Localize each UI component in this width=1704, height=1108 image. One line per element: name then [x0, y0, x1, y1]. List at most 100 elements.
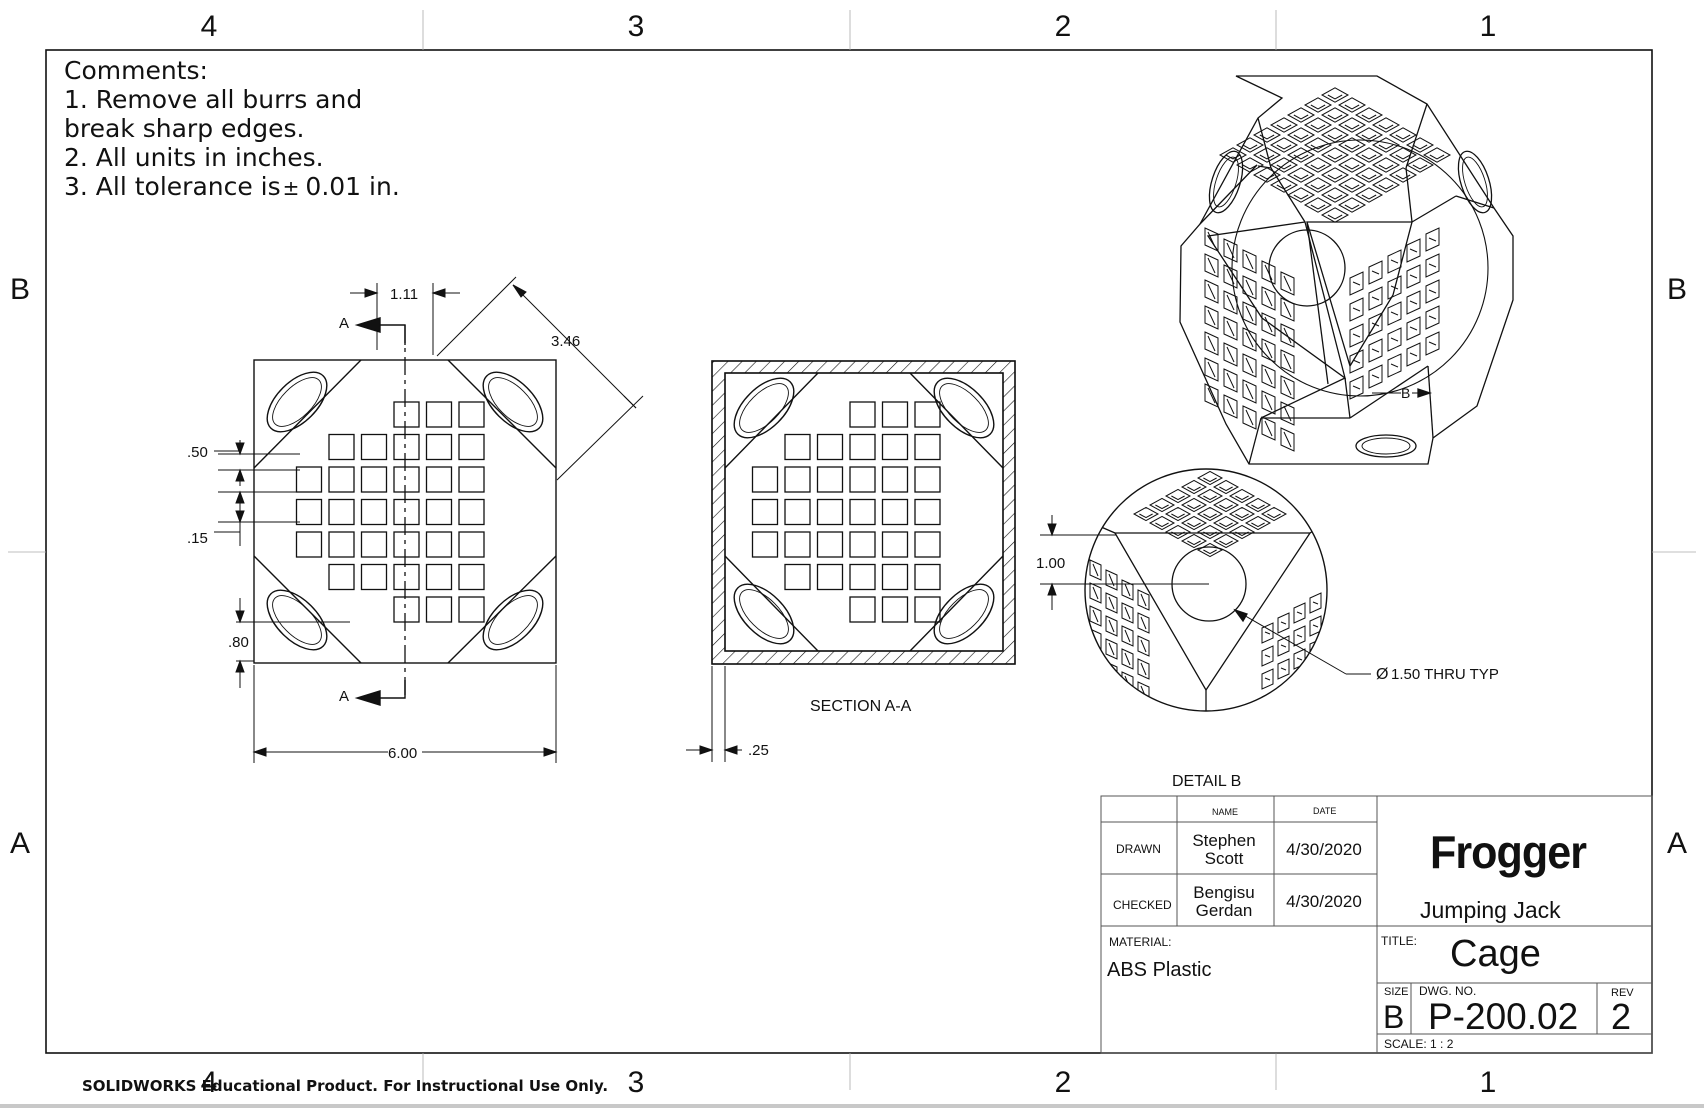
lattice-cell-depth — [1293, 174, 1309, 180]
lattice-cell-depth — [1226, 372, 1235, 389]
lattice-cell — [1089, 559, 1102, 581]
lattice-cell-depth — [1390, 337, 1399, 342]
lattice-cell — [1303, 117, 1333, 133]
lattice-cell — [1371, 137, 1401, 153]
window-cell — [328, 563, 355, 591]
lattice-cell — [1242, 327, 1257, 352]
lattice-cell — [1261, 364, 1276, 389]
lattice-cell-depth — [1092, 609, 1099, 623]
lattice-cell — [1242, 275, 1257, 300]
lattice-cell-depth — [1264, 368, 1273, 385]
lattice-cell — [1132, 506, 1160, 522]
lattice-cell-depth — [1429, 154, 1445, 160]
educational-watermark: SOLIDWORKS Educational Product. For Inst… — [82, 1077, 609, 1095]
lattice-cell — [1293, 602, 1306, 624]
lattice-cell — [1105, 592, 1118, 614]
lattice-cell — [1368, 260, 1383, 285]
window-cell — [784, 466, 811, 493]
lattice-cell-depth — [1251, 522, 1265, 528]
window-cell — [458, 596, 485, 623]
window-cell — [360, 466, 388, 493]
lattice-cell-depth — [1245, 253, 1254, 270]
lattice-cell — [1252, 147, 1282, 163]
window-cell — [295, 466, 323, 493]
comments-heading: Comments: — [64, 56, 208, 85]
lattice-cell-depth — [1140, 662, 1147, 676]
lattice-cell-depth — [1259, 174, 1275, 180]
lattice-cell — [1223, 368, 1238, 393]
window-cell — [849, 433, 876, 461]
detail-marker: B — [1401, 385, 1410, 401]
lattice-cell — [1105, 615, 1118, 637]
lattice-cell-depth — [1245, 409, 1254, 426]
lattice-cell — [1137, 589, 1150, 611]
iso-top-window-grid — [1218, 87, 1452, 223]
lattice-cell-depth — [1139, 513, 1153, 519]
lattice-cell-depth — [1371, 322, 1380, 327]
lattice-cell-depth — [1207, 387, 1216, 404]
lattice-cell — [1223, 290, 1238, 315]
lattice-cell — [1244, 497, 1272, 513]
window-cell — [360, 498, 388, 526]
lattice-cell-depth — [1361, 194, 1377, 200]
title-block-text: NAME DATE DRAWN Stephen Scott 4/30/2020 … — [1107, 806, 1634, 1051]
window-cell — [881, 531, 909, 558]
dim-hole: 1.50 THRU TYP — [1391, 666, 1499, 683]
lattice-cell — [1196, 470, 1224, 486]
lattice-cell-depth — [1187, 504, 1201, 510]
lattice-cell — [1368, 338, 1383, 363]
window-cell — [360, 563, 388, 591]
lattice-cell-depth — [1409, 352, 1418, 357]
lattice-cell — [1261, 260, 1276, 285]
window-cell — [849, 531, 876, 558]
rev-value: 2 — [1611, 996, 1631, 1037]
front-dimensions — [214, 276, 644, 763]
lattice-cell-depth — [1226, 268, 1235, 285]
zone-col-1-top: 1 — [1480, 10, 1497, 43]
lattice-cell-depth — [1276, 164, 1292, 170]
lattice-cell — [1228, 506, 1256, 522]
lattice-cell — [1269, 157, 1299, 173]
lattice-cell — [1137, 658, 1150, 680]
lattice-cell — [1337, 117, 1367, 133]
window-cell — [393, 531, 420, 558]
lattice-cell — [1164, 524, 1192, 540]
lattice-cell — [1303, 137, 1333, 153]
lattice-cell-depth — [1283, 275, 1292, 292]
lattice-cell-depth — [1203, 531, 1217, 537]
lattice-cell-depth — [1371, 296, 1380, 301]
window-cell — [425, 531, 453, 558]
detail-right-window-grid — [1261, 592, 1322, 711]
zone-row-b-left: B — [10, 273, 30, 306]
lattice-cell — [1406, 238, 1421, 263]
lattice-cell-depth — [1412, 164, 1428, 170]
lattice-cell — [1204, 253, 1219, 278]
lattice-cell — [1337, 197, 1367, 213]
dim-depth: 1.00 — [1036, 555, 1065, 572]
lattice-cell — [1242, 353, 1257, 378]
dim-top-offset: 1.11 — [390, 286, 418, 303]
lattice-cell — [1388, 127, 1418, 143]
window-cell — [425, 401, 453, 428]
lattice-cell — [1204, 357, 1219, 382]
lattice-cell — [1223, 316, 1238, 341]
lattice-cell — [1196, 506, 1224, 522]
window-cell — [881, 563, 909, 591]
lattice-cell — [1406, 264, 1421, 289]
lattice-cell-depth — [1327, 174, 1343, 180]
lattice-cell — [1280, 323, 1295, 348]
comments-block: Comments: 1. Remove all burrs and break … — [64, 56, 400, 203]
lattice-cell — [1320, 147, 1350, 163]
lattice-cell — [1252, 127, 1282, 143]
lattice-cell — [1212, 533, 1240, 549]
lattice-cell — [1293, 671, 1306, 693]
lattice-cell — [1320, 207, 1350, 223]
lattice-cell — [1303, 157, 1333, 173]
lattice-cell-depth — [1245, 331, 1254, 348]
lattice-cell-depth — [1251, 504, 1265, 510]
zone-col-4-top: 4 — [201, 10, 218, 43]
lattice-cell — [1137, 635, 1150, 657]
lattice-cell — [1277, 681, 1290, 703]
lattice-cell-depth — [1280, 667, 1287, 671]
